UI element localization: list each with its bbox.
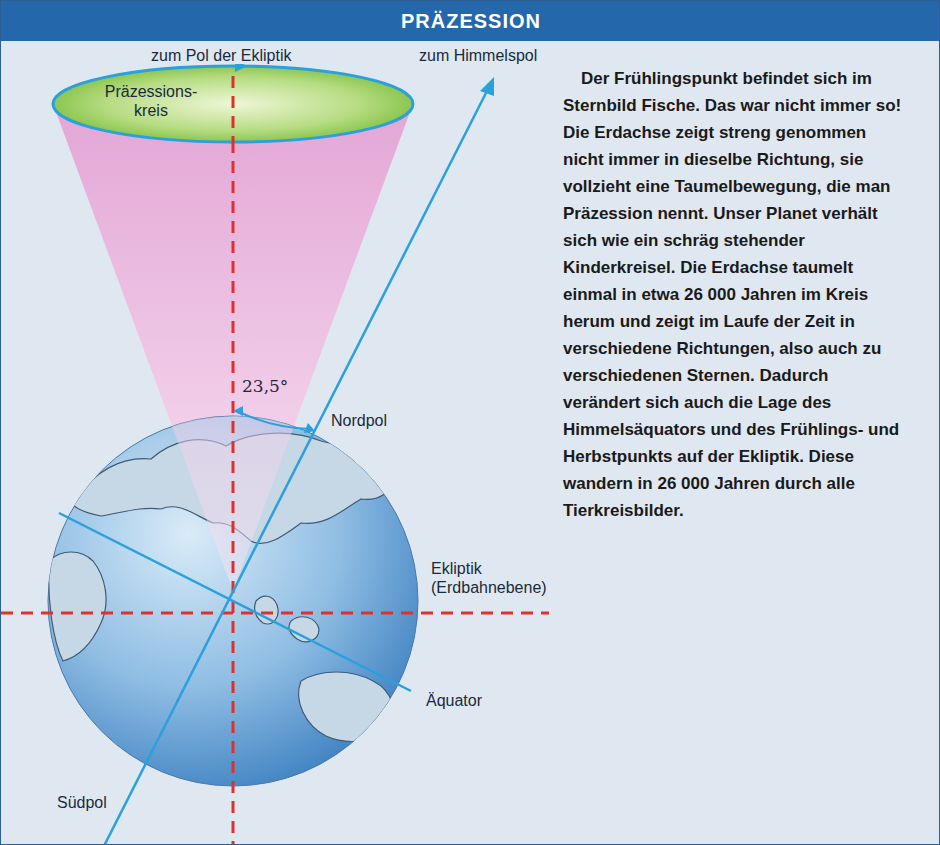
island	[255, 596, 278, 624]
precession-circle: Präzessions-kreis	[51, 64, 415, 144]
equator-line	[59, 513, 411, 691]
pole-label: Nordpol	[331, 411, 387, 430]
circle-label: Präzessions-kreis	[91, 82, 211, 120]
arrowhead	[233, 406, 243, 416]
ecliptic-pole-line	[232, 76, 235, 144]
direction-label: zum Himmelspol	[419, 46, 537, 65]
ecliptic-pole-line	[232, 81, 235, 845]
earth-axis	[104, 89, 488, 845]
arrowhead	[480, 77, 494, 96]
arrowhead	[235, 64, 247, 72]
angle-arc	[237, 411, 311, 429]
continent-africa	[49, 552, 106, 661]
pole-label: Südpol	[57, 793, 107, 812]
angle-label: 23,5°	[242, 377, 288, 396]
explanation-text: Der Frühlingspunkt befindet sich im Ster…	[563, 65, 903, 524]
direction-label: zum Pol der Ekliptik	[151, 46, 292, 65]
plane-label: Ekliptik (Erdbahnebene)	[431, 559, 555, 597]
continent-australia	[299, 672, 394, 741]
ecliptic-line	[1, 612, 549, 615]
equator-label: Äquator	[426, 691, 482, 710]
arrowhead	[304, 423, 315, 433]
title-text: PRÄZESSION	[1, 1, 940, 41]
ellipse-outline	[51, 64, 415, 144]
